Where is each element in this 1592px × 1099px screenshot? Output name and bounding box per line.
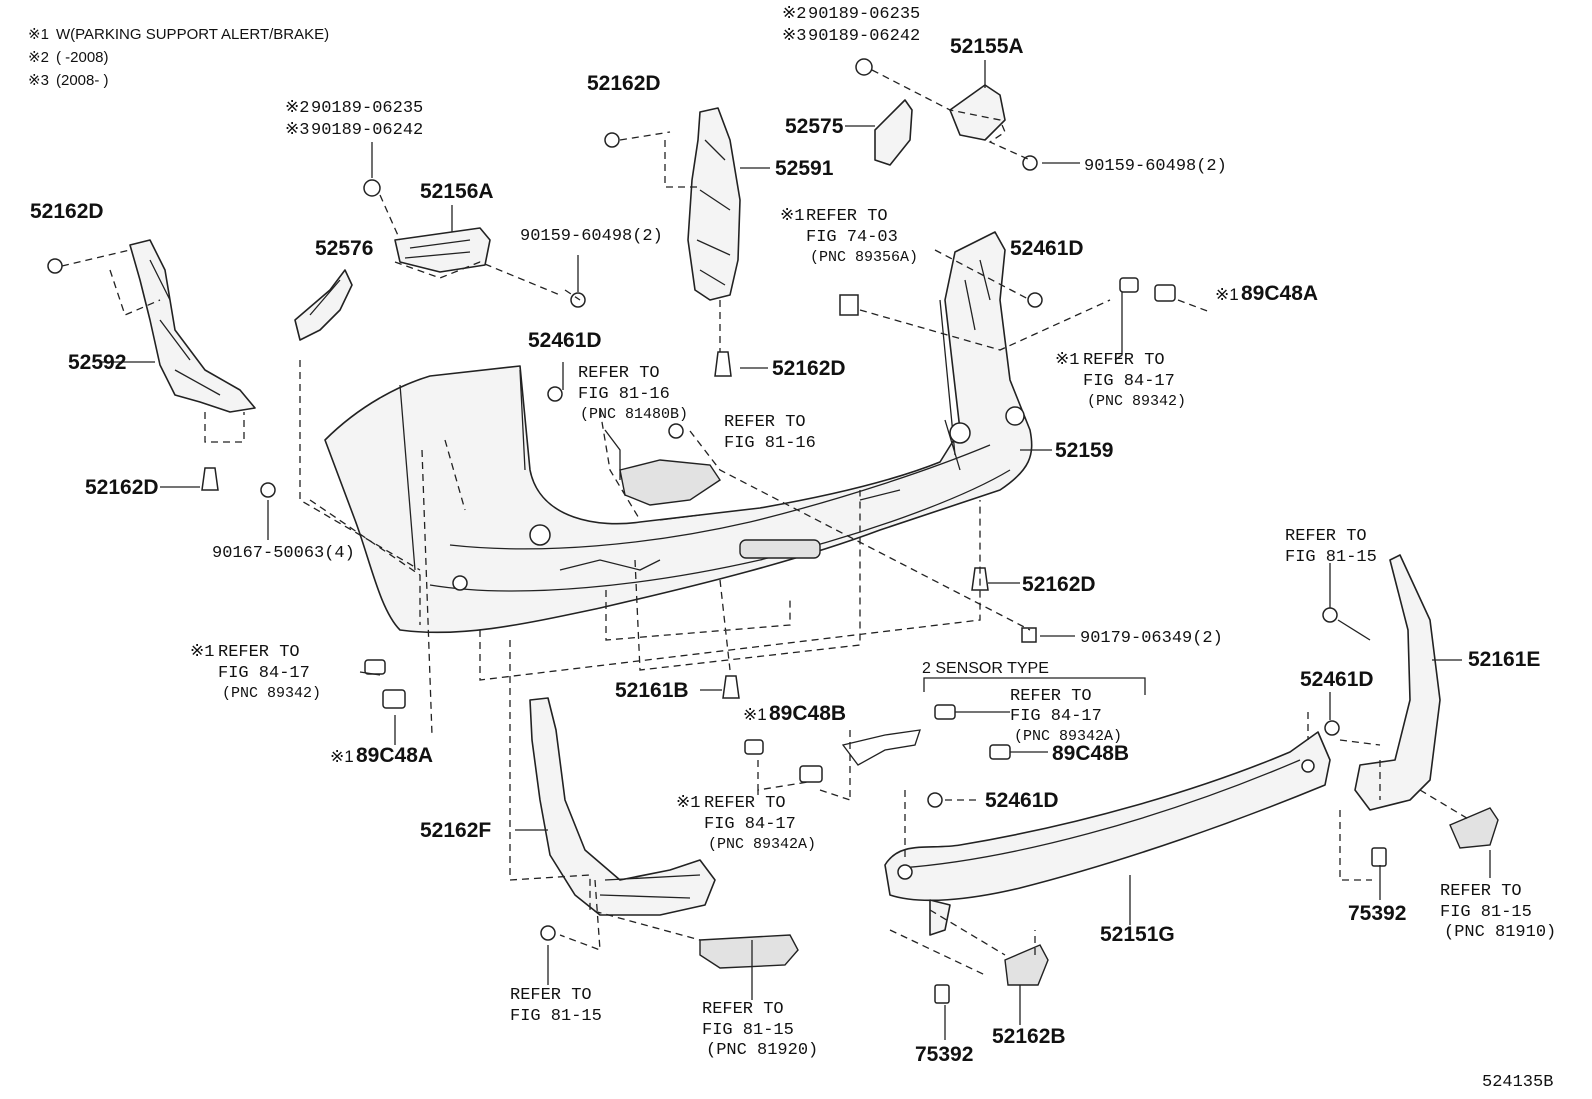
- ref-8417-right-l3: (PNC 89342): [1087, 393, 1186, 410]
- note-mark-3: ※3: [28, 72, 49, 89]
- ref-8417-right-l2: FIG 84-17: [1083, 372, 1175, 391]
- label-90159-60498-top: 90159-60498(2): [1084, 157, 1227, 176]
- ref-8417-mid-l1: REFER TO: [704, 794, 786, 813]
- ref-8116a-l1: REFER TO: [578, 364, 660, 383]
- label-89C48B-right: 89C48B: [1052, 742, 1129, 765]
- ref-7403-l3: (PNC 89356A): [810, 249, 918, 266]
- label-89C48A-left: 89C48A: [356, 744, 433, 767]
- ref-8417-sensor-l3: (PNC 89342A): [1014, 728, 1122, 745]
- label-89C48B-mid: 89C48B: [769, 702, 846, 725]
- label-75392-left: 75392: [915, 1043, 973, 1066]
- ref-8115-topright-l2: FIG 81-15: [1285, 548, 1377, 567]
- label-52162D-left-low: 52162D: [85, 476, 159, 499]
- label-52161B: 52161B: [615, 679, 689, 702]
- label-89C48A-left-mark: ※1: [330, 747, 354, 766]
- fastener-numbers: ※2 90189-06235 ※3 90189-06242 ※2 90189-0…: [212, 5, 1227, 648]
- label-52151G: 52151G: [1100, 923, 1175, 946]
- label-90189-06242-top: 90189-06242: [808, 27, 920, 46]
- ref-8116b-l2: FIG 81-16: [724, 434, 816, 453]
- lower-right-garnish-drawing: [884, 554, 1499, 986]
- ref-8115-botleft-l2: FIG 81-15: [510, 1007, 602, 1026]
- label-52461D-right: 52461D: [1010, 237, 1084, 260]
- ref-8417-left-mark: ※1: [190, 643, 214, 662]
- leader-lines: [61, 60, 1491, 1040]
- lower-left-garnish-drawing: [529, 697, 799, 969]
- ref-8417-sensor-l2: FIG 84-17: [1010, 707, 1102, 726]
- ref-8116a-l2: FIG 81-16: [578, 385, 670, 404]
- label-52162D-mid: 52162D: [772, 357, 846, 380]
- label-52159: 52159: [1055, 439, 1113, 462]
- refer-callouts: ※1 REFER TO FIG 74-03 (PNC 89356A) ※1 RE…: [190, 207, 1556, 1060]
- label-89C48A-right: 89C48A: [1241, 282, 1318, 305]
- note-mark-2: ※2: [28, 49, 49, 66]
- figure-code: 524135B: [1482, 1073, 1553, 1092]
- ref-7403-l2: FIG 74-03: [806, 228, 898, 247]
- label-52461D-low: 52461D: [985, 789, 1059, 812]
- label-52156A: 52156A: [420, 180, 494, 203]
- right-retainers-drawing: [687, 84, 1006, 301]
- label-52575: 52575: [785, 115, 844, 138]
- note-mark-3-top: ※3: [782, 27, 806, 46]
- ref-8115-81910-l3: (PNC 81910): [1444, 923, 1556, 942]
- ref-8417-left-l2: FIG 84-17: [218, 664, 310, 683]
- label-52162D-right: 52162D: [1022, 573, 1096, 596]
- note-text-3: (2008- ): [56, 72, 109, 89]
- note-mark-1: ※1: [28, 26, 49, 43]
- ref-8115-81910-l2: FIG 81-15: [1440, 903, 1532, 922]
- ref-8115-81920-l1: REFER TO: [702, 1000, 784, 1019]
- left-brackets-drawing: [129, 227, 491, 413]
- ref-8115-botleft-l1: REFER TO: [510, 986, 592, 1005]
- label-52576: 52576: [315, 237, 373, 260]
- label-52461D-lowright: 52461D: [1300, 668, 1374, 691]
- label-52162B: 52162B: [992, 1025, 1066, 1048]
- bumper-cover-drawing: [324, 231, 1033, 634]
- label-90189-06235-left: 90189-06235: [311, 99, 423, 118]
- label-90167-50063: 90167-50063(4): [212, 544, 355, 563]
- label-89C48A-right-mark: ※1: [1215, 285, 1239, 304]
- sensor-type-label: 2 SENSOR TYPE: [922, 660, 1049, 677]
- label-90189-06235-top: 90189-06235: [808, 5, 920, 24]
- label-52162F: 52162F: [420, 819, 491, 842]
- label-90159-60498-mid: 90159-60498(2): [520, 227, 663, 246]
- label-52155A: 52155A: [950, 35, 1024, 58]
- label-52591: 52591: [775, 157, 834, 180]
- note-text-1: W(PARKING SUPPORT ALERT/BRAKE): [56, 26, 329, 43]
- label-52461D-mid: 52461D: [528, 329, 602, 352]
- ref-7403-l1: REFER TO: [806, 207, 888, 226]
- fasteners: [47, 58, 1387, 1004]
- ref-8417-mid-mark: ※1: [676, 794, 700, 813]
- label-90189-06242-left: 90189-06242: [311, 121, 423, 140]
- ref-8115-81910-l1: REFER TO: [1440, 882, 1522, 901]
- ref-8417-left-l3: (PNC 89342): [222, 685, 321, 702]
- ref-8417-right-l1: REFER TO: [1083, 351, 1165, 370]
- ref-8115-81920-l2: FIG 81-15: [702, 1021, 794, 1040]
- note-mark-2-left: ※2: [285, 99, 309, 118]
- ref-8417-mid-l3: (PNC 89342A): [708, 836, 816, 853]
- label-89C48B-mid-mark: ※1: [743, 705, 767, 724]
- label-90179-06349: 90179-06349(2): [1080, 629, 1223, 648]
- label-52592: 52592: [68, 351, 126, 374]
- ref-7403-mark: ※1: [780, 207, 804, 226]
- ref-8417-right-mark: ※1: [1055, 351, 1079, 370]
- ref-8116a-l3: (PNC 81480B): [580, 406, 688, 423]
- note-text-2: ( -2008): [56, 49, 109, 66]
- ref-8116b-l1: REFER TO: [724, 413, 806, 432]
- ref-8115-81920-l3: (PNC 81920): [706, 1041, 818, 1060]
- note-mark-3-left: ※3: [285, 121, 309, 140]
- label-75392-right: 75392: [1348, 902, 1406, 925]
- label-52162D-left: 52162D: [30, 200, 104, 223]
- label-52161E: 52161E: [1468, 648, 1540, 671]
- ref-8115-topright-l1: REFER TO: [1285, 527, 1367, 546]
- label-52162D-top: 52162D: [587, 72, 661, 95]
- legend-notes: ※1 W(PARKING SUPPORT ALERT/BRAKE) ※2 ( -…: [28, 26, 329, 89]
- ref-8417-left-l1: REFER TO: [218, 643, 300, 662]
- note-mark-2-top: ※2: [782, 5, 806, 24]
- ref-8417-mid-l2: FIG 84-17: [704, 815, 796, 834]
- part-numbers: 52162D 52592 52162D 52576 52156A 52162D …: [30, 35, 1540, 1066]
- ref-8417-sensor-l1: REFER TO: [1010, 687, 1092, 706]
